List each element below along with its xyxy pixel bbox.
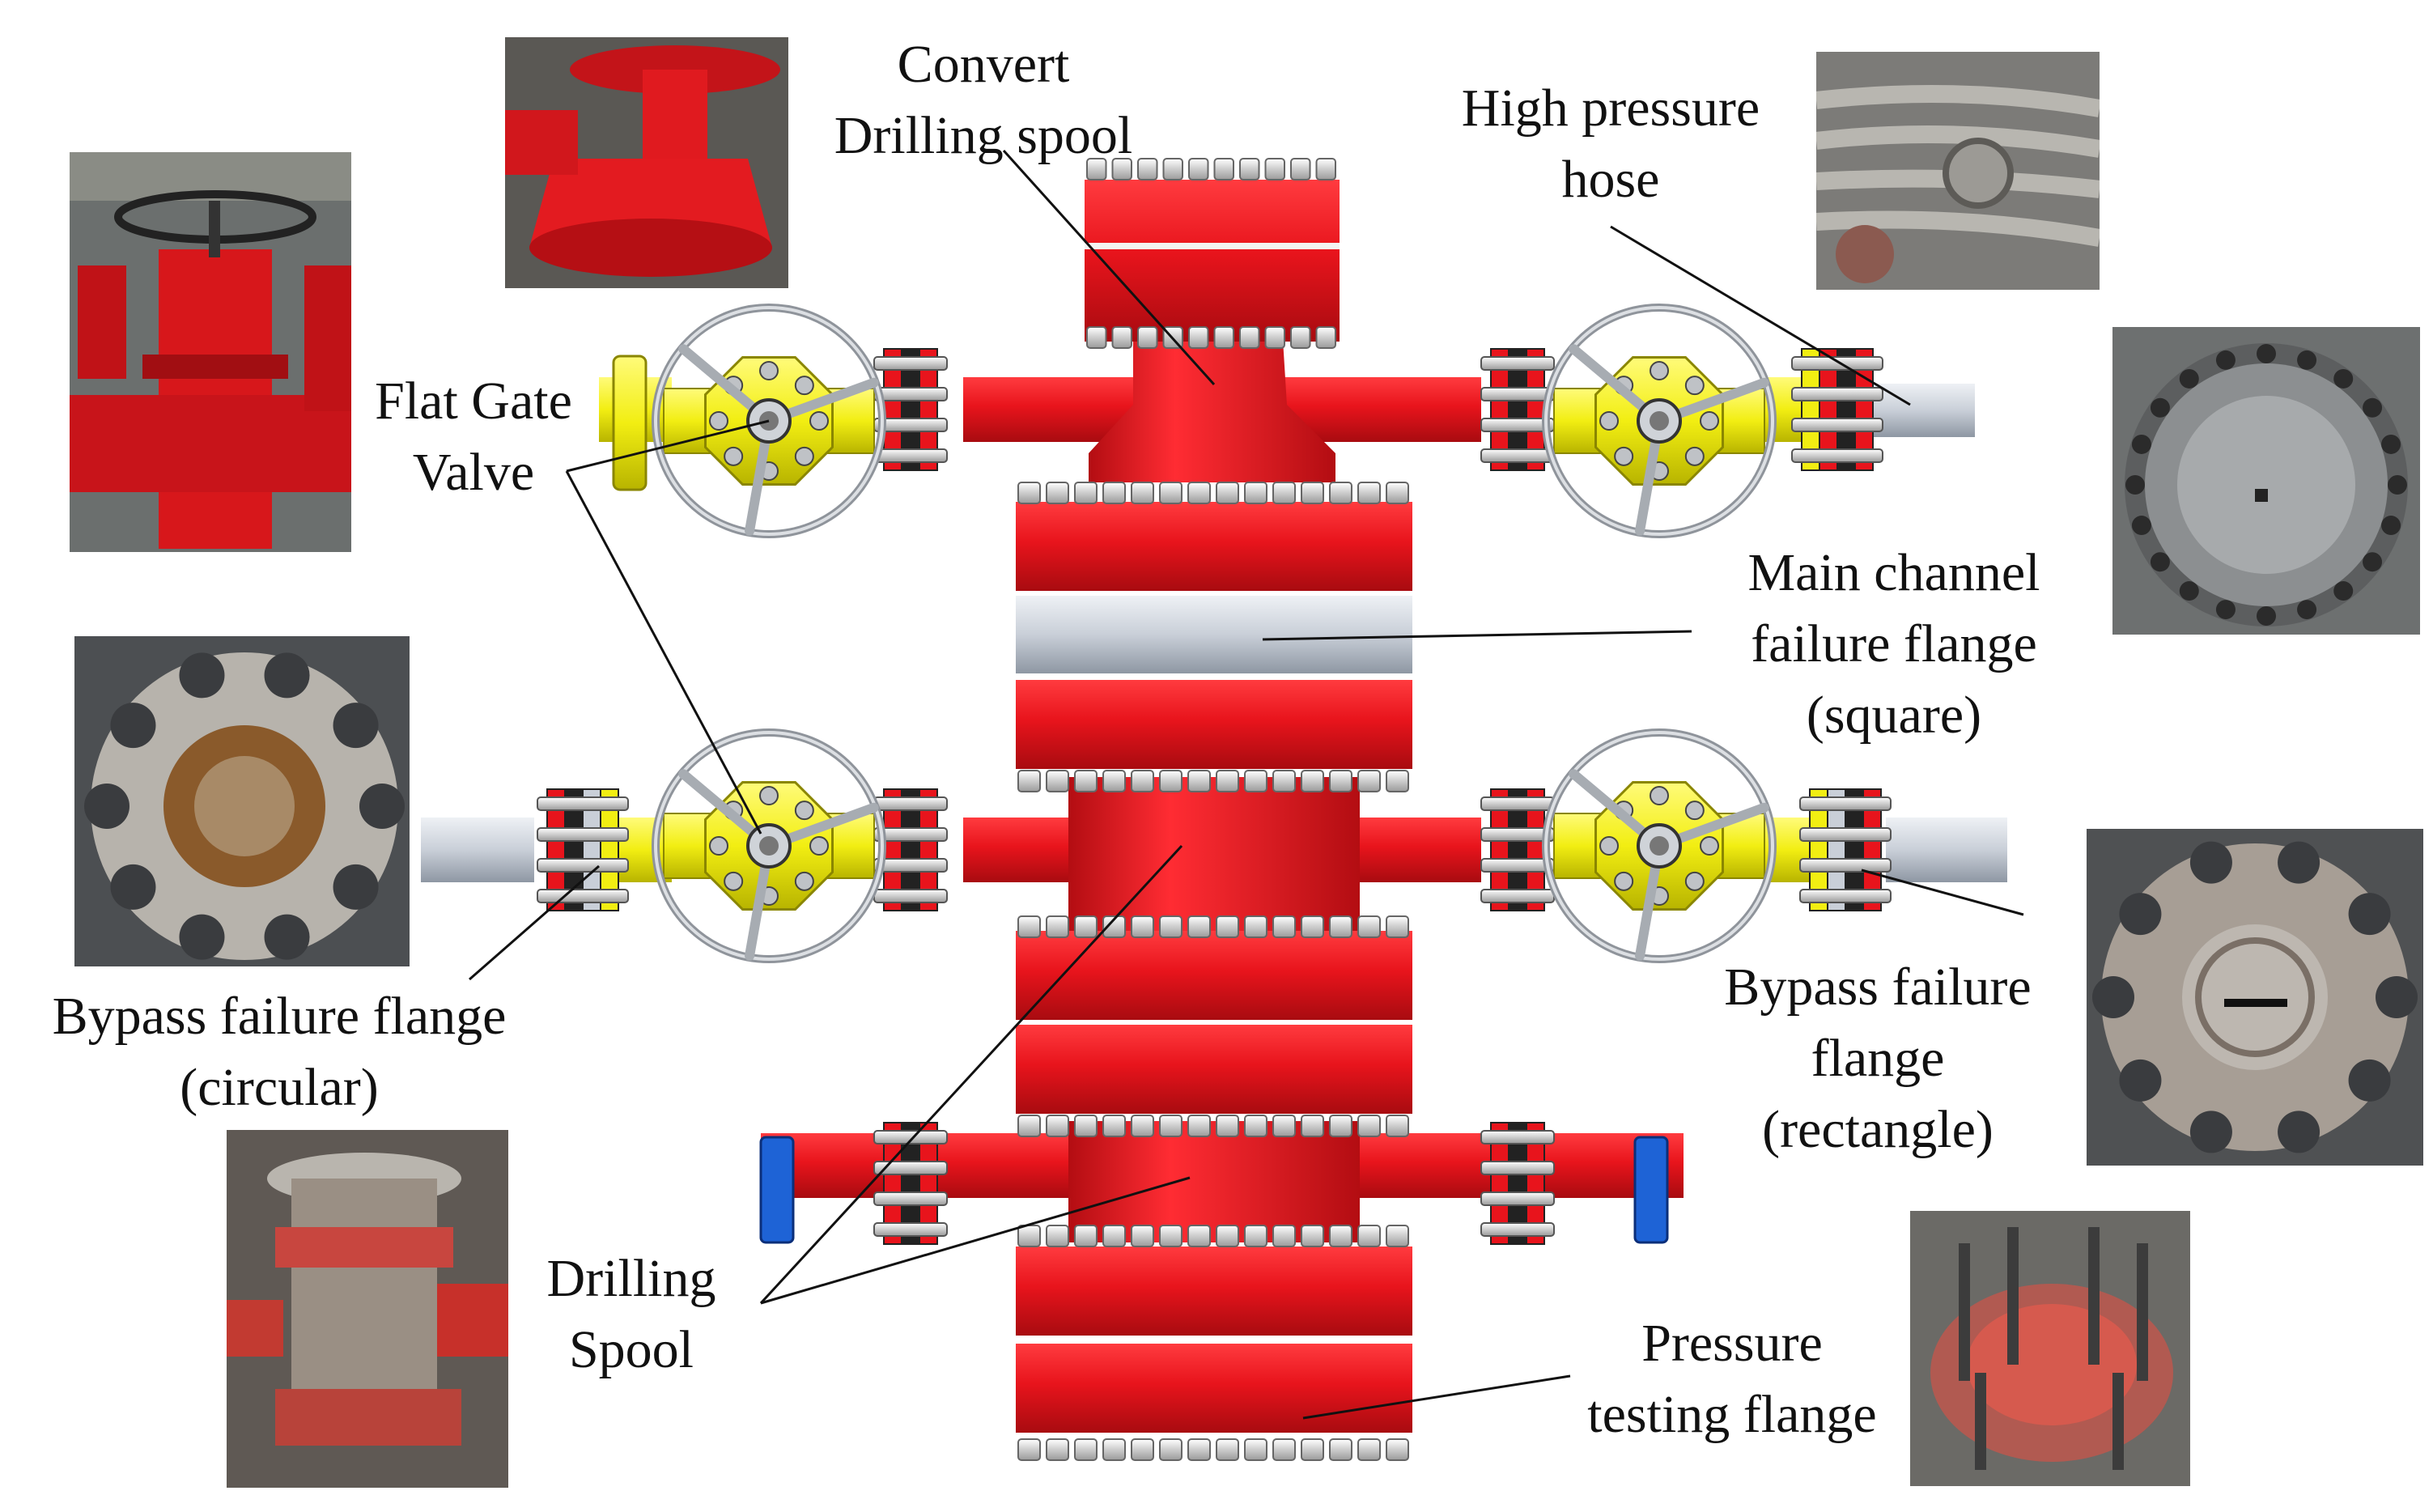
drilling-spool-lower: [1068, 1121, 1360, 1242]
drilling-spool-photo-top: [505, 37, 788, 288]
bolt-row-0: [1086, 158, 1336, 181]
flange-bottom-left: [873, 1122, 948, 1245]
flange-lower-left-outer: [537, 788, 629, 911]
leader-lines: [469, 149, 2024, 1420]
end-cap-right: [1633, 1136, 1669, 1244]
drilling-spool-photo-bottom: [227, 1130, 508, 1488]
flange-bottom-right: [1480, 1122, 1555, 1245]
leader-bypass-circular: [469, 864, 600, 981]
drilling-spool-upper: [1068, 777, 1360, 931]
label-flat-gate-valve: Flat Gate Valve: [375, 372, 572, 502]
leader-hose: [1610, 225, 1911, 406]
bolt-row-1: [1086, 326, 1336, 349]
gate-valve-lower-right: [1542, 728, 1777, 963]
bolt-row-6: [1017, 1225, 1409, 1247]
high-pressure-hose-photo: [1816, 52, 2100, 290]
rectangle-flange-photo: [2087, 829, 2423, 1166]
gate-valve-lower-left: [652, 728, 886, 963]
flange-upper-right-inner: [1480, 348, 1555, 471]
label-convert-drilling-spool: Convert Drilling spool: [834, 35, 1133, 165]
gate-valve-upper-right: [1542, 304, 1777, 538]
flange-lower-right-outer: [1799, 788, 1892, 911]
flange-upper-right-outer: [1791, 348, 1883, 471]
pressure-testing-flange-photo: [1910, 1211, 2190, 1486]
main-stack: [1016, 158, 1412, 1461]
flat-gate-valves: [652, 304, 1777, 963]
bolt-row-7: [1017, 1438, 1409, 1461]
flange-lower-right-inner: [1480, 788, 1555, 911]
leader-valve-lower: [565, 470, 762, 835]
leader-drilling-spool-lower: [760, 1176, 1191, 1305]
flange-lower-left-inner: [873, 788, 948, 911]
leader-main-flange: [1262, 630, 1692, 641]
blue-end-caps: [759, 1136, 1669, 1244]
bolt-row-2: [1017, 482, 1409, 504]
label-drilling-spool: Drilling Spool: [546, 1249, 716, 1379]
pressure-testing-flange-part: [1016, 1344, 1412, 1433]
bolt-row-3: [1017, 770, 1409, 792]
bolt-row-4: [1017, 915, 1409, 938]
side-flanges: [537, 348, 1892, 1245]
flange-upper-left-inner: [873, 348, 948, 471]
leader-valve-upper: [566, 419, 770, 473]
circular-flange-photo: [74, 636, 410, 966]
convert-drilling-spool: [1085, 180, 1340, 482]
bolt-row-5: [1017, 1115, 1409, 1137]
label-bypass-failure-flange-circular: Bypass failure flange (circular): [52, 987, 507, 1117]
leader-convert-spool: [1002, 149, 1216, 386]
main-channel-failure-flange: [1016, 596, 1412, 673]
label-pressure-testing-flange: Pressure testing flange: [1587, 1314, 1877, 1444]
leader-drilling-spool-upper: [759, 844, 1183, 1305]
gate-valve-photo: [70, 152, 351, 552]
label-bypass-failure-flange-rectangle: Bypass failure flange (rectangle): [1724, 958, 2032, 1159]
main-channel-flange-photo: [2112, 327, 2420, 635]
leader-bypass-rectangle: [1861, 869, 2024, 916]
leader-pressure-flange: [1302, 1374, 1571, 1420]
label-main-channel-failure-flange: Main channel failure flange (square): [1747, 543, 2040, 745]
end-cap-left: [759, 1136, 795, 1244]
label-high-pressure-hose: High pressure hose: [1461, 79, 1760, 209]
